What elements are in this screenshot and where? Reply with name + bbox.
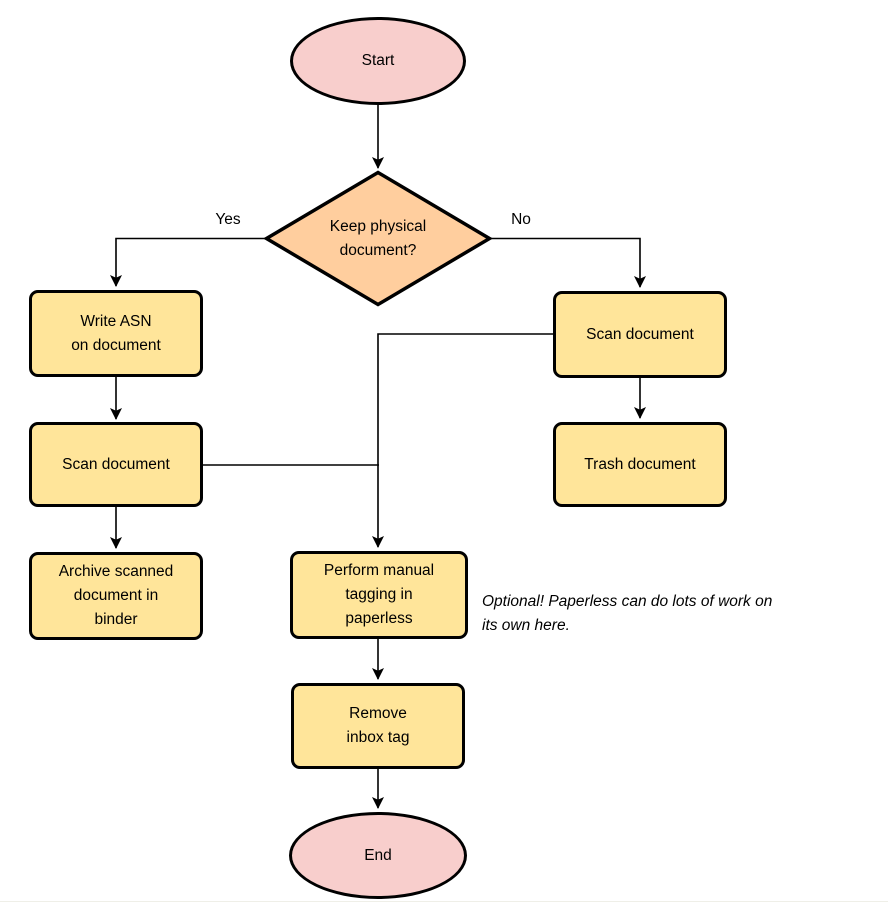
edge-scan-right-to-tagging [372,333,553,548]
node-label: Perform manual tagging in paperless [323,562,435,627]
node-label: Start [361,52,395,69]
edge-label-yes: Yes [215,211,241,228]
edge-label-no: No [511,211,531,228]
edge-decision-yes-branch [110,237,266,287]
node-label: Scan document [586,325,694,343]
node-label: End [364,846,392,864]
node-scan-document-right: Scan document [553,291,727,378]
node-label: Trash document [584,455,696,473]
node-label: Remove inbox tag [346,705,410,746]
node-archive-binder: Archive scanned document in binder [29,552,203,640]
node-trash-document: Trash document [553,422,727,507]
node-label: Scan document [62,455,170,473]
node-end: End [289,812,467,899]
page-bottom-divider [0,901,888,902]
node-label: Keep physical document? [329,217,427,259]
node-scan-document-left: Scan document [29,422,203,507]
node-manual-tagging: Perform manual tagging in paperless [290,551,468,639]
node-label: Write ASN on document [71,312,161,354]
node-start: Start [290,17,466,105]
node-write-asn: Write ASN on document [29,290,203,377]
diamond-shape [263,170,493,307]
node-decision-keep-physical: Keep physical document? [262,168,494,309]
annotation-note: Optional! Paperless can do lots of work … [482,593,773,634]
node-label: Archive scanned document in binder [58,563,174,628]
node-remove-inbox-tag: Remove inbox tag [291,683,465,769]
edge-decision-no-branch [490,237,646,288]
